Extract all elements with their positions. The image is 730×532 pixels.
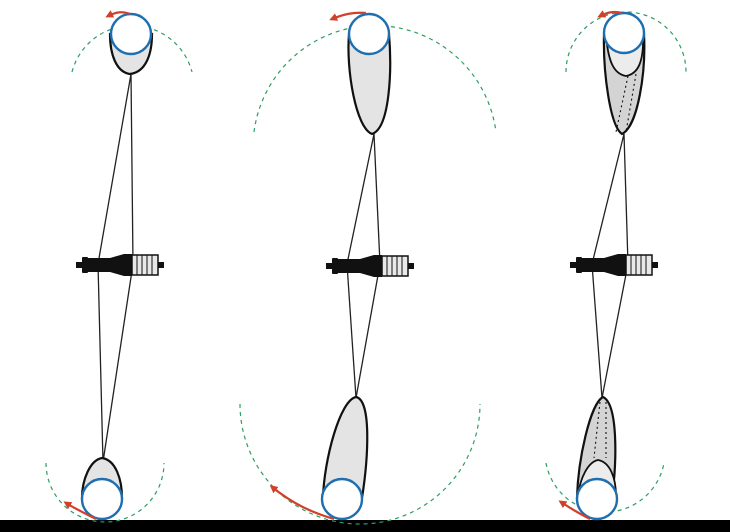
spoke [623, 133, 629, 265]
panel-right [545, 10, 687, 521]
rotation-arrow-icon [63, 501, 97, 520]
spoke [97, 73, 132, 265]
rotation-arrow-icon [597, 10, 623, 18]
rotation-arrow-icon [329, 11, 367, 21]
spoke [97, 263, 104, 463]
spoke [591, 263, 603, 399]
spoke [130, 73, 134, 265]
panel-left [45, 10, 193, 523]
bottom-trajectory-arc [45, 462, 165, 523]
hub-icon [75, 253, 165, 277]
spoke [373, 133, 381, 265]
spoke [346, 263, 357, 399]
spoke [355, 263, 381, 399]
hidden-line [593, 401, 601, 459]
tire-wedge-bottom [321, 395, 369, 500]
rotation-arrow-icon [269, 485, 335, 521]
hub-icon [569, 253, 659, 277]
spoke [591, 133, 625, 265]
ground-line [0, 520, 730, 532]
wheel-circle-icon [320, 477, 364, 521]
top-trajectory-arc [253, 25, 497, 133]
bottom-trajectory-arc [239, 403, 481, 525]
wheel-circle-icon [575, 477, 619, 521]
panel-middle [239, 11, 497, 525]
wheel-circle-icon [347, 12, 391, 56]
hub-icon [325, 254, 415, 278]
wheel-circle-icon [602, 11, 646, 55]
rotation-arrow-icon [105, 10, 131, 18]
spoke [102, 263, 134, 463]
tire-wedge-top [347, 32, 392, 136]
spoke [601, 263, 629, 399]
rotation-arrow-icon [558, 500, 591, 520]
wheel-circle-icon [109, 12, 153, 56]
wheel-circle-icon [80, 477, 124, 521]
top-trajectory-arc [565, 11, 687, 73]
spoke [346, 133, 375, 265]
